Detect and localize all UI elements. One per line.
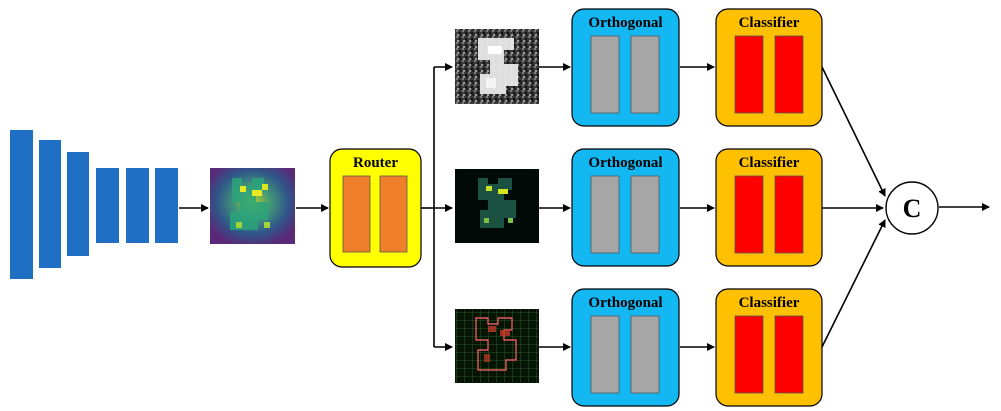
orthogonal-block-1: Orthogonal bbox=[571, 8, 680, 127]
classifier-bar-left bbox=[734, 35, 764, 114]
classifier-label: Classifier bbox=[739, 155, 800, 171]
encoder-layer-3 bbox=[67, 152, 89, 256]
classifier-bar-right bbox=[774, 315, 804, 394]
classifier-label: Classifier bbox=[739, 15, 800, 31]
orthogonal-label: Orthogonal bbox=[588, 15, 662, 31]
orthogonal-bar-right bbox=[630, 315, 660, 394]
orthogonal-bar-right bbox=[630, 175, 660, 254]
encoder-layer-5 bbox=[126, 168, 149, 243]
classifier-bar-left bbox=[734, 175, 764, 254]
classifier-label: Classifier bbox=[739, 295, 800, 311]
heatmap-image bbox=[210, 168, 295, 244]
grid-overlay-map-image bbox=[455, 309, 539, 383]
grayscale-map-image bbox=[455, 29, 539, 104]
encoder-layer-4 bbox=[96, 168, 119, 243]
classifier-block-1: Classifier bbox=[715, 8, 823, 127]
router-label: Router bbox=[353, 155, 398, 171]
classifier-bar-left bbox=[734, 315, 764, 394]
encoder bbox=[10, 130, 178, 279]
orthogonal-bar-left bbox=[590, 175, 620, 254]
orthogonal-block-3: Orthogonal bbox=[571, 288, 680, 407]
router-bar-left bbox=[342, 175, 371, 253]
classifier-block-3: Classifier bbox=[715, 288, 823, 407]
branch-arrows bbox=[539, 63, 715, 351]
orthogonal-block-2: Orthogonal bbox=[571, 148, 680, 267]
green-heatmap-image bbox=[455, 169, 539, 243]
orthogonal-bar-left bbox=[590, 315, 620, 394]
router-bar-right bbox=[379, 175, 408, 253]
orthogonal-label: Orthogonal bbox=[588, 295, 662, 311]
concat-arrows bbox=[821, 66, 990, 348]
router-block: Router bbox=[329, 148, 422, 268]
orthogonal-label: Orthogonal bbox=[588, 155, 662, 171]
classifier-bar-right bbox=[774, 35, 804, 114]
orthogonal-bar-left bbox=[590, 35, 620, 114]
classifier-block-2: Classifier bbox=[715, 148, 823, 267]
router-split-connectors bbox=[421, 63, 453, 351]
concat-node: C bbox=[885, 181, 939, 235]
encoder-layer-1 bbox=[10, 130, 33, 279]
orthogonal-bar-right bbox=[630, 35, 660, 114]
encoder-layer-6 bbox=[155, 168, 178, 243]
classifier-bar-right bbox=[774, 175, 804, 254]
encoder-layer-2 bbox=[39, 140, 61, 268]
concat-label: C bbox=[903, 194, 922, 223]
